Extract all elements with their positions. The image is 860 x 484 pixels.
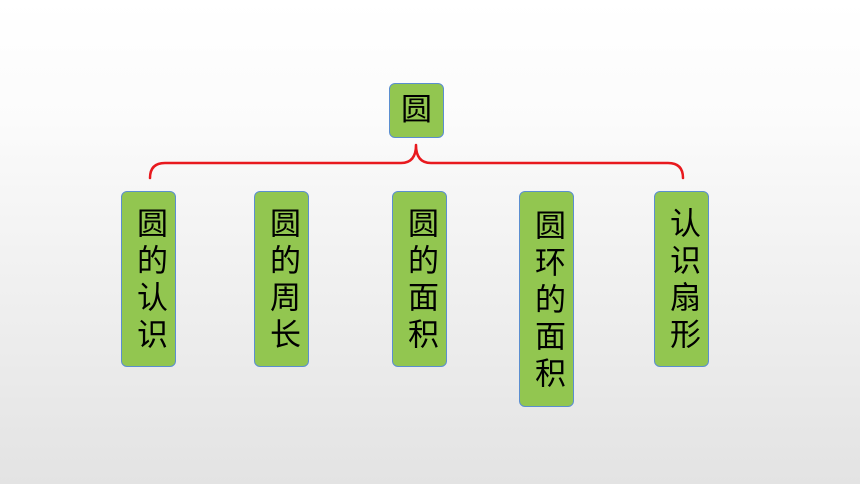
child-node-label: 认识扇形 — [664, 207, 700, 355]
child-node-sector-recognition: 认识扇形 — [654, 191, 709, 367]
child-node-label: 圆的周长 — [264, 207, 300, 355]
child-node-label: 圆的认识 — [131, 207, 167, 355]
child-node-circle-circumference: 圆的周长 — [254, 191, 309, 367]
child-node-label: 圆的面积 — [402, 207, 438, 355]
child-node-circle-area: 圆的面积 — [392, 191, 447, 367]
child-node-annulus-area: 圆环的面积 — [519, 191, 574, 407]
root-node-label: 圆 — [401, 92, 432, 128]
child-node-label: 圆环的面积 — [529, 208, 565, 394]
root-node: 圆 — [389, 83, 444, 138]
child-node-circle-recognition: 圆的认识 — [121, 191, 176, 367]
